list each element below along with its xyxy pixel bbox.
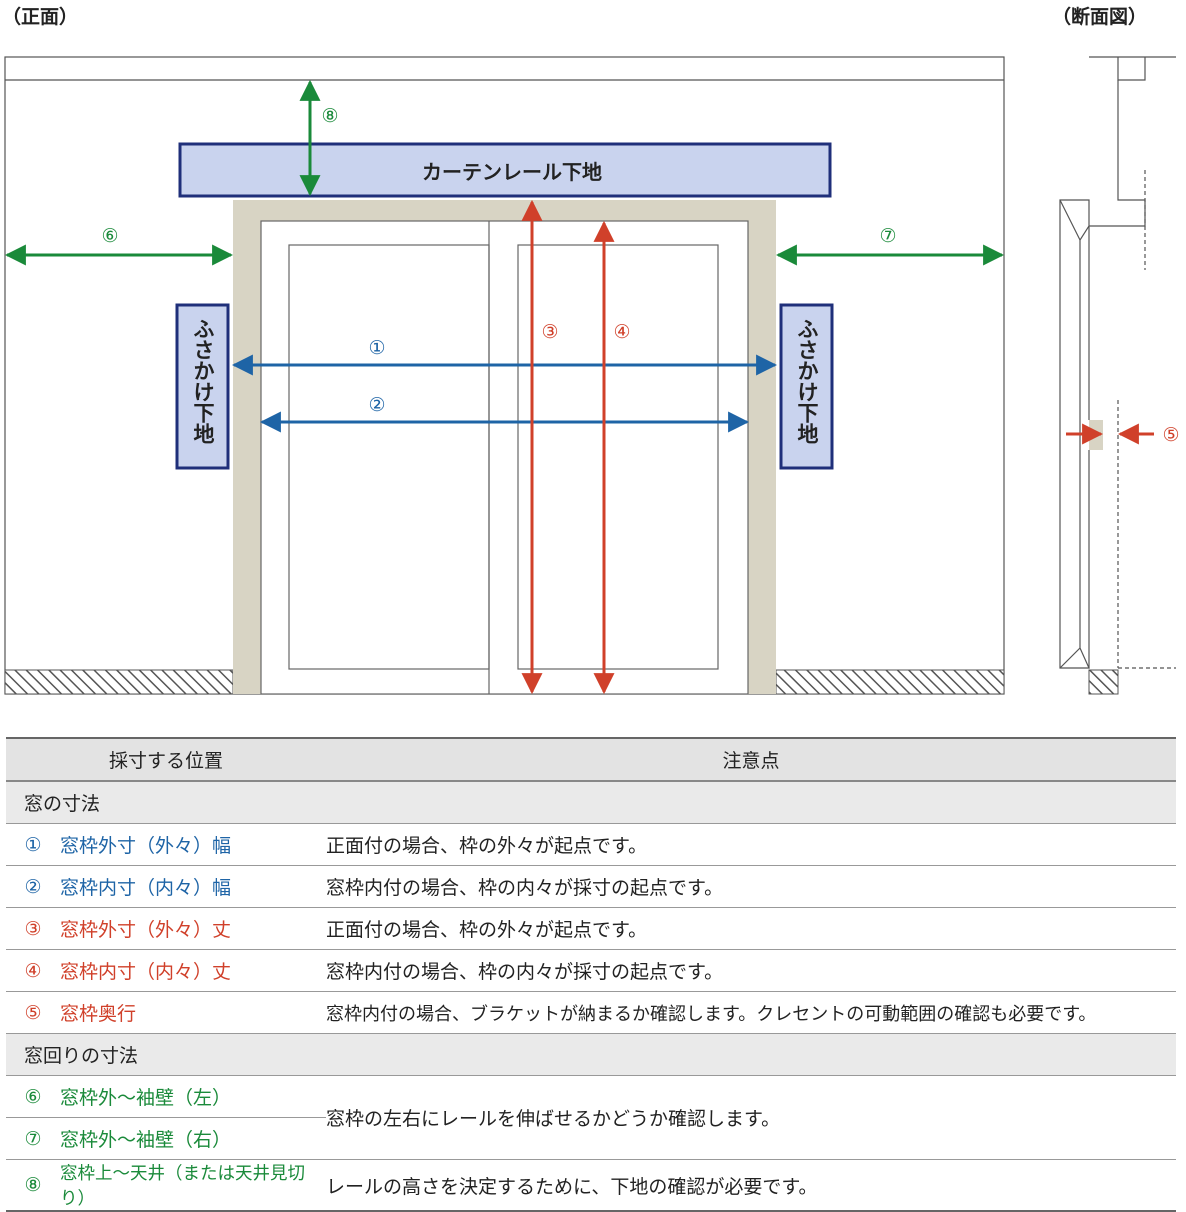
- section-view-label: （断面図）: [1052, 6, 1148, 28]
- section-row-surroundings: 窓回りの寸法: [6, 1033, 1176, 1076]
- row-number: ⑤: [6, 991, 60, 1034]
- table-row: ② 窓枠内寸（内々）幅 窓枠内付の場合、枠の内々が採寸の起点です。: [6, 865, 1176, 908]
- table-row: ④ 窓枠内寸（内々）丈 窓枠内付の場合、枠の内々が採寸の起点です。: [6, 949, 1176, 992]
- row-position: 窓枠外寸（外々）幅: [60, 823, 326, 866]
- row-position: 窓枠外寸（外々）丈: [60, 907, 326, 950]
- row-note: レールの高さを決定するために、下地の確認が必要です。: [326, 1159, 1176, 1212]
- section-title-surroundings: 窓回りの寸法: [6, 1033, 1176, 1076]
- header-notes: 注意点: [326, 737, 1176, 782]
- row-number: ⑧: [6, 1159, 60, 1212]
- marker-5: ⑤: [1162, 424, 1179, 446]
- row-note-merged: 窓枠の左右にレールを伸ばせるかどうか確認します。: [326, 1075, 1176, 1160]
- row-note: 正面付の場合、枠の外々が起点です。: [326, 907, 1176, 950]
- row-position: 窓枠外～袖壁（左）: [60, 1075, 326, 1118]
- window-diagram: カーテンレール下地 ふさかけ下地 ふさかけ下地 ⑧ ⑥ ⑦ ① ② ③ ④ ⑤: [4, 56, 1180, 695]
- glass-right: [517, 244, 719, 670]
- row-note: 窓枠内付の場合、枠の内々が採寸の起点です。: [326, 865, 1176, 908]
- table-row: ⑧ 窓枠上～天井（または天井見切り） レールの高さを決定するために、下地の確認が…: [6, 1159, 1176, 1212]
- header-position: 採寸する位置: [6, 737, 326, 782]
- marker-3: ③: [541, 321, 558, 343]
- front-view-label: （正面）: [2, 6, 79, 28]
- row-note: 正面付の場合、枠の外々が起点です。: [326, 823, 1176, 866]
- section-floor-hatch: [1088, 669, 1119, 695]
- curtain-rail-base-label: カーテンレール下地: [422, 160, 602, 184]
- row-number: ⑥: [6, 1075, 60, 1118]
- row-number: ②: [6, 865, 60, 908]
- marker-8: ⑧: [321, 105, 338, 127]
- section-title-window: 窓の寸法: [6, 781, 1176, 824]
- table-row: ① 窓枠外寸（外々）幅 正面付の場合、枠の外々が起点です。: [6, 823, 1176, 866]
- curtain-rail-base-box: [178, 142, 832, 198]
- measurement-table: 採寸する位置 注意点 窓の寸法 ① 窓枠外寸（外々）幅 正面付の場合、枠の外々が…: [6, 737, 1176, 1212]
- row-number: ⑦: [6, 1117, 60, 1160]
- row-position: 窓枠内寸（内々）丈: [60, 949, 326, 992]
- floor-hatch-left: [4, 669, 234, 695]
- row-position: 窓枠内寸（内々）幅: [60, 865, 326, 908]
- marker-7: ⑦: [879, 225, 896, 247]
- section-row-window: 窓の寸法: [6, 781, 1176, 824]
- glass-left: [288, 244, 490, 670]
- marker-4: ④: [613, 321, 630, 343]
- row-position: 窓枠外～袖壁（右）: [60, 1117, 326, 1160]
- table-header-row: 採寸する位置 注意点: [6, 737, 1176, 782]
- section-view: [1059, 56, 1176, 669]
- marker-6: ⑥: [101, 225, 118, 247]
- window-opening: [260, 220, 749, 695]
- row-note: 窓枠内付の場合、枠の内々が採寸の起点です。: [326, 949, 1176, 992]
- row-number: ①: [6, 823, 60, 866]
- tieback-base-label-right: ふさかけ下地: [795, 318, 819, 444]
- table-row: ⑥ 窓枠外～袖壁（左） 窓枠の左右にレールを伸ばせるかどうか確認します。: [6, 1075, 1176, 1160]
- table-row: ⑤ 窓枠奥行 窓枠内付の場合、ブラケットが納まるか確認します。クレセントの可動範…: [6, 991, 1176, 1034]
- floor-hatch-right: [775, 669, 1005, 695]
- table-row: ③ 窓枠外寸（外々）丈 正面付の場合、枠の外々が起点です。: [6, 907, 1176, 950]
- tieback-base-box-right: [779, 303, 834, 470]
- table-row: ⑦ 窓枠外～袖壁（右）: [6, 1117, 1176, 1160]
- row-position: 窓枠奥行: [60, 991, 326, 1034]
- row-number: ④: [6, 949, 60, 992]
- row-position: 窓枠上～天井（または天井見切り）: [60, 1159, 326, 1212]
- row-number: ③: [6, 907, 60, 950]
- marker-1: ①: [368, 337, 385, 359]
- tieback-base-box-left: [175, 303, 230, 470]
- row-note: 窓枠内付の場合、ブラケットが納まるか確認します。クレセントの可動範囲の確認も必要…: [326, 991, 1176, 1034]
- marker-2: ②: [368, 394, 385, 416]
- tieback-base-label-left: ふさかけ下地: [191, 318, 215, 444]
